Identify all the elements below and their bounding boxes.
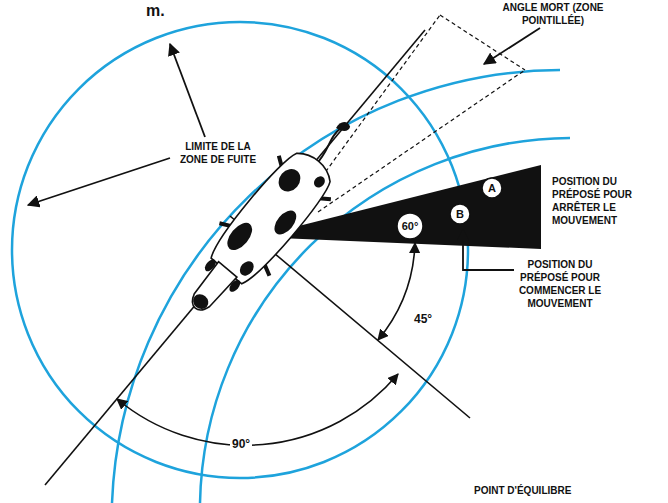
- start-position-label: POSITION DU PRÉPOSÉ POUR COMMENCER LE MO…: [516, 258, 604, 310]
- position-letter: A: [488, 182, 496, 194]
- zone-arc: [200, 138, 570, 503]
- position-circle: B: [449, 203, 471, 225]
- blind-spot-label: ANGLE MORT (ZONE POINTILLÉE): [492, 1, 614, 27]
- flight-zone-label: LIMITE DE LA ZONE DE FUITE: [172, 140, 264, 166]
- blind-spot: [305, 15, 525, 212]
- position-letter: B: [456, 208, 464, 220]
- stop-position-label: POSITION DU PRÉPOSÉ POUR ARRÊTER LE MOUV…: [552, 175, 656, 227]
- flight-zone-circle: [12, 22, 468, 478]
- angle-arc: [117, 374, 398, 445]
- angle-label: 45°: [412, 312, 434, 327]
- position-circle: A: [481, 177, 503, 199]
- balance-point-label: POINT D'ÉQUILIBRE: [474, 484, 571, 497]
- position-letter: 60°: [402, 220, 419, 232]
- leader-arrow: [463, 230, 514, 270]
- angle-arc: [378, 243, 415, 340]
- leader-arrow: [484, 28, 540, 64]
- angle-label: 90°: [230, 437, 252, 452]
- cow-figure: [168, 101, 377, 331]
- position-circle: 60°: [396, 212, 424, 240]
- page-fragment: m.: [146, 1, 165, 21]
- leader-arrow: [28, 158, 170, 205]
- body-axis: [45, 30, 425, 485]
- leader-arrow: [170, 44, 205, 137]
- zone-arc: [112, 70, 560, 503]
